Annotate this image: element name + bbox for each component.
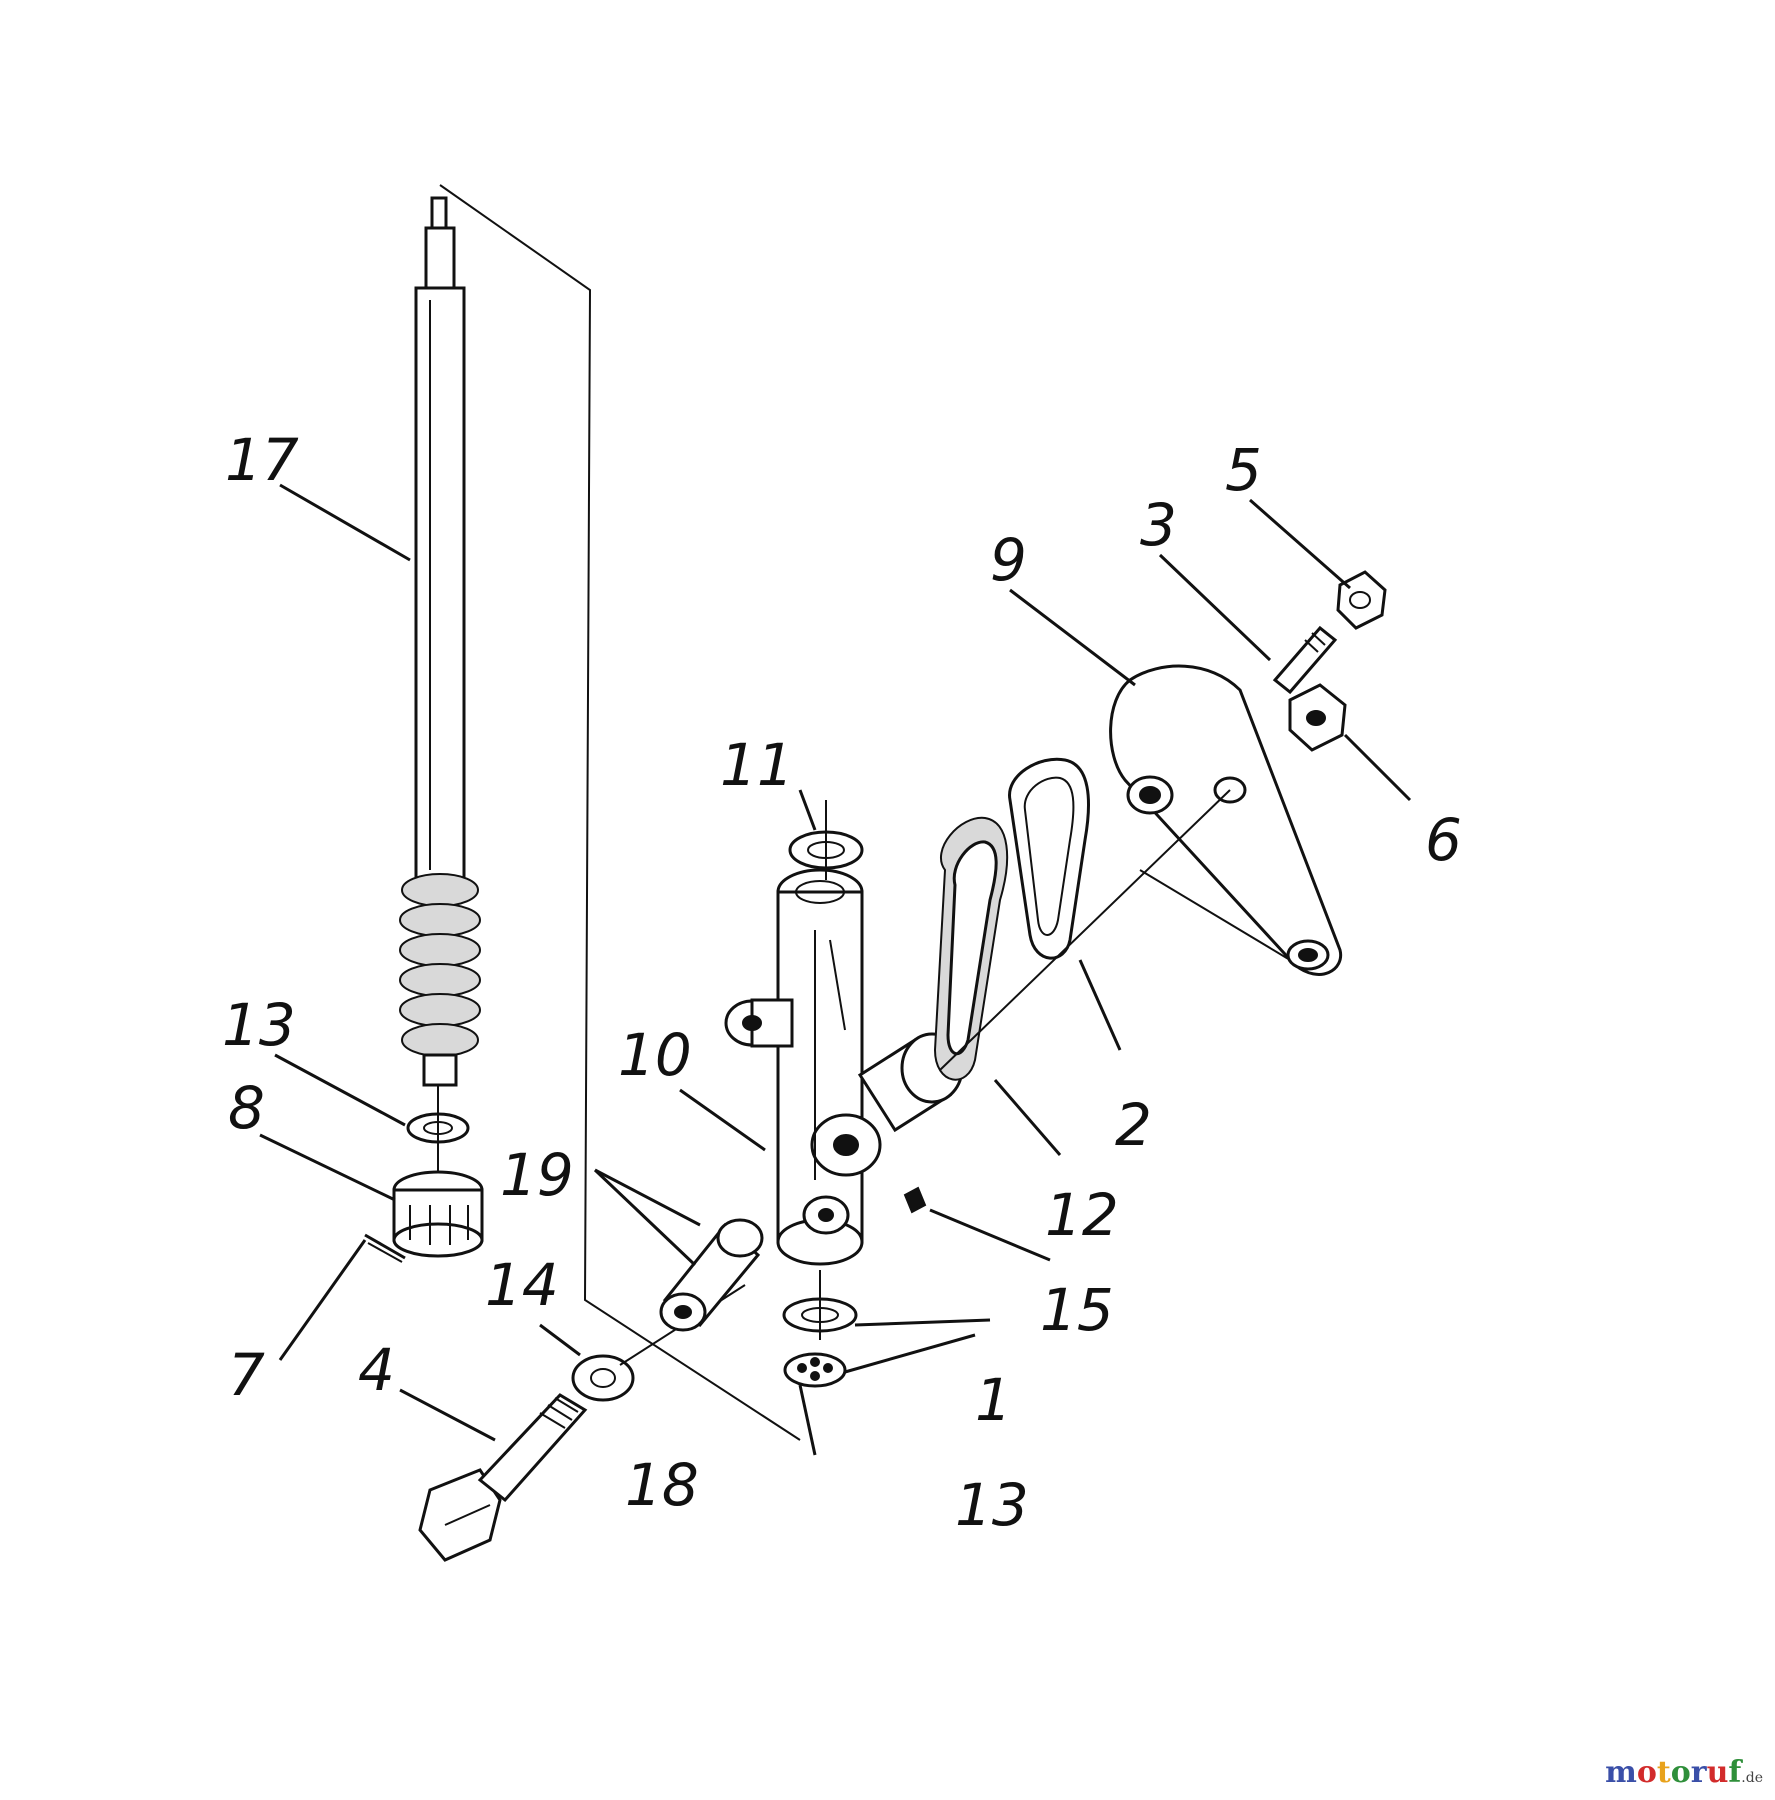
callout-13-lower: 13 <box>955 1471 1029 1539</box>
callout-7: 7 <box>228 1341 265 1409</box>
callout-10: 10 <box>618 1021 692 1089</box>
watermark-letter: m <box>1605 1755 1637 1790</box>
callout-15: 15 <box>1040 1276 1114 1344</box>
watermark-letter: f <box>1728 1755 1742 1790</box>
part-19-sleeve <box>659 1218 764 1332</box>
callout-2: 2 <box>1115 1091 1152 1159</box>
callout-18: 18 <box>625 1451 699 1519</box>
callout-19: 19 <box>500 1141 574 1209</box>
watermark-letter: r <box>1690 1755 1707 1790</box>
watermark-letter: o <box>1670 1755 1691 1790</box>
callout-6: 6 <box>1425 806 1462 874</box>
part-17-spring <box>399 873 481 1057</box>
part-14-washer <box>571 1354 635 1402</box>
part-10-main-body <box>724 868 964 1266</box>
watermark-logo: motoruf.de <box>1605 1755 1763 1790</box>
watermark-brand: motoruf <box>1605 1755 1741 1790</box>
callout-12: 12 <box>1045 1181 1119 1249</box>
watermark-letter: t <box>1656 1755 1671 1790</box>
callout-1: 1 <box>975 1366 1012 1434</box>
watermark-suffix: .de <box>1741 1770 1763 1786</box>
part-8-castle-nut <box>392 1170 484 1258</box>
callout-numbers: 17 13 8 7 4 14 19 10 11 18 13 1 15 12 2 … <box>222 426 1462 1539</box>
part-17-shaft <box>399 196 481 1087</box>
part-7-cotter-pin <box>364 1233 406 1263</box>
alignment-line-plates <box>939 789 1231 1071</box>
part-2-plate <box>1008 757 1090 960</box>
watermark-letter: o <box>1636 1755 1657 1790</box>
callout-17: 17 <box>225 426 299 494</box>
callout-9: 9 <box>990 526 1027 594</box>
callout-13-upper: 13 <box>222 991 296 1059</box>
part-5-nut <box>1336 570 1387 630</box>
part-15-screw <box>903 1186 927 1214</box>
callout-11: 11 <box>720 731 794 799</box>
alignment-line-shaft <box>439 184 801 1441</box>
callout-8: 8 <box>228 1074 265 1142</box>
part-12-gasket <box>933 816 1009 1081</box>
part-13-lower-ring <box>783 1352 847 1388</box>
part-9-cover-plate <box>1109 664 1343 976</box>
part-4-hex-bolt <box>418 1393 588 1562</box>
part-3-stud <box>1272 625 1338 695</box>
part-6-nut <box>1288 683 1347 752</box>
callout-14: 14 <box>485 1251 559 1319</box>
callout-5: 5 <box>1225 436 1262 504</box>
leader-lines <box>259 483 1412 1456</box>
callout-4: 4 <box>358 1336 395 1404</box>
watermark-letter: u <box>1706 1755 1729 1790</box>
callout-3: 3 <box>1140 491 1177 559</box>
